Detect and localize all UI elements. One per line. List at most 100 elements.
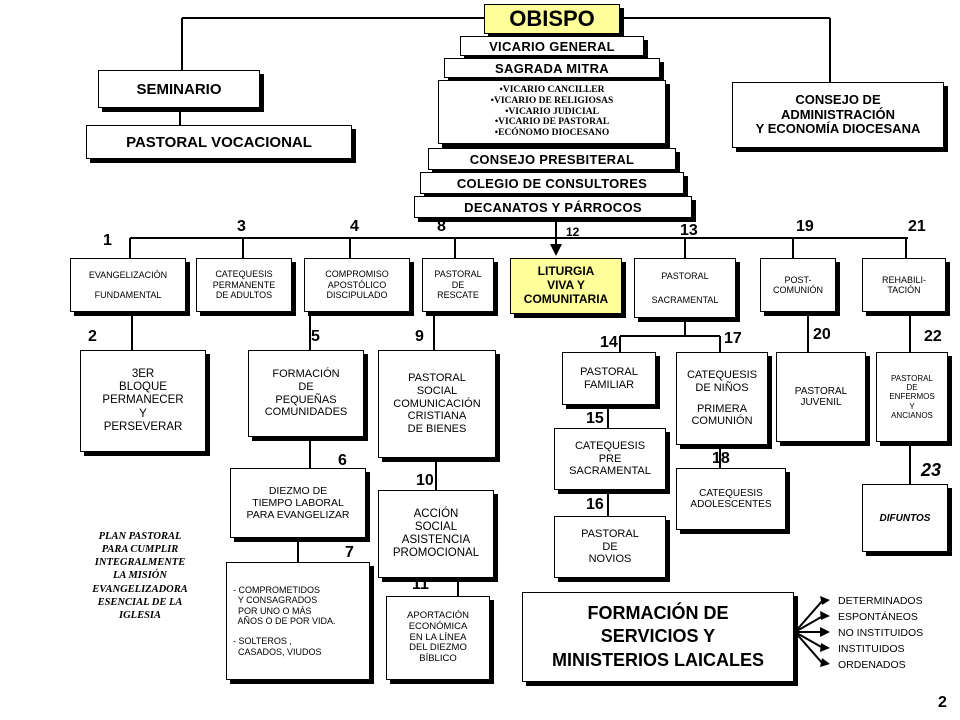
vicario-general-label: VICARIO GENERAL [489, 38, 615, 54]
number-2: 2 [88, 328, 97, 345]
note-line: IGLESIA [118, 609, 161, 621]
box-line: BÍBLICO [419, 653, 457, 665]
box-line: EVANGELIZACIÓN [88, 269, 168, 280]
box-line: PRE [598, 452, 622, 465]
economo-diocesano: •ECÓNOMO DIOCESANO [494, 128, 610, 139]
box-line: PASTORAL [794, 385, 848, 397]
box-line: COMUNIDADES [264, 406, 348, 419]
number-17: 17 [724, 330, 742, 347]
box-line: ANCIANOS [891, 410, 933, 420]
pastoral-vocacional-box: PASTORAL VOCACIONAL [86, 125, 352, 159]
consejo-admin-line: Y ECONOMÍA DIOCESANA [755, 121, 921, 137]
box-line: MINISTERIOS LAICALES [551, 649, 764, 670]
note-line: INTEGRALMENTE [94, 557, 186, 569]
number-23: 23 [921, 460, 942, 480]
box-line: DE BIENES [407, 422, 467, 435]
box-line: POR UNO O MÁS [233, 605, 312, 616]
number-11: 11 [412, 576, 429, 593]
obispo-label: OBISPO [509, 6, 595, 31]
box-line: PASTORAL [580, 365, 638, 378]
pastoral-enfermos-box: PASTORAL DE ENFERMOS Y ANCIANOS [876, 352, 948, 442]
sagrada-mitra-label: SAGRADA MITRA [495, 60, 609, 76]
box-line: ADOLESCENTES [690, 499, 772, 510]
box-line: PRIMERA [696, 402, 748, 415]
box-line: PASTORAL [408, 372, 466, 385]
box-line: CATEQUESIS [686, 369, 758, 382]
evangelizacion-fundamental-box: EVANGELIZACIÓN FUNDAMENTAL [70, 258, 186, 312]
number-1: 1 [103, 232, 112, 249]
note-line: PLAN PASTORAL [98, 531, 182, 542]
box-line: PERSEVERAR [103, 420, 183, 433]
number-15: 15 [586, 410, 604, 427]
box-line: AÑOS O DE POR VIDA. [233, 616, 336, 626]
number-7: 7 [345, 544, 354, 561]
box-line: DEL DIEZMO [409, 642, 467, 654]
vicario-general-box: VICARIO GENERAL [460, 36, 644, 56]
catequesis-ninos-box: CATEQUESIS DE NIÑOS PRIMERA COMUNIÓN [676, 352, 768, 445]
box-line: PERMANENTE [212, 279, 276, 290]
box-line: - COMPROMETIDOS [233, 584, 320, 595]
box-line: SOCIAL [416, 385, 458, 398]
box-line: DE ADULTOS [215, 290, 273, 301]
box-line: ECONÓMICA [408, 620, 468, 632]
box-line: COMUNIÓN [691, 415, 753, 428]
colegio-consultores-box: COLEGIO DE CONSULTORES [420, 172, 684, 194]
box-line: PASTORAL [434, 269, 482, 280]
box-line: CATEQUESIS [215, 269, 273, 280]
box-line: FORMACIÓN DE [587, 602, 729, 623]
box-line: - SOLTEROS , [233, 636, 292, 647]
box-line: ENFERMOS [889, 392, 935, 402]
formacion-comunidades-box: FORMACIÓN DE PEQUEÑAS COMUNIDADES [248, 350, 364, 437]
box-line: CRISTIANA [407, 410, 467, 423]
box-line: RESCATE [437, 290, 479, 301]
box-line: DE [451, 279, 465, 290]
pastoral-social-box: PASTORAL SOCIAL COMUNICACIÓN CRISTIANA D… [378, 350, 496, 458]
box-line: TACIÓN [887, 285, 921, 295]
post-comunion-box: POST- COMUNIÓN [760, 258, 836, 312]
number-13: 13 [680, 222, 698, 239]
catequesis-adolescentes-box: CATEQUESIS ADOLESCENTES [676, 468, 786, 530]
box-line: PROMOCIONAL [392, 547, 480, 560]
note-line: EVANGELIZADORA [92, 583, 188, 595]
box-line: PERMANECER [102, 394, 184, 407]
pastoral-sacramental-box: PASTORAL SACRAMENTAL [634, 258, 736, 318]
number-6: 6 [338, 452, 347, 469]
box-line: DE [906, 383, 918, 393]
ministerio-item: ORDENADOS [838, 659, 906, 671]
note-line: LA MISIÓN [113, 570, 167, 582]
tercer-bloque-box: 3ER BLOQUE PERMANECER Y PERSEVERAR [80, 350, 206, 452]
box-line: FAMILIAR [583, 378, 635, 391]
box-line: Y CONSAGRADOS [233, 595, 318, 606]
comprometidos-box: - COMPROMETIDOS Y CONSAGRADOS POR UNO O … [226, 562, 370, 680]
decanatos-label: DECANATOS Y PÁRROCOS [464, 199, 642, 215]
box-line: FORMACIÓN [272, 368, 340, 381]
number-22: 22 [924, 328, 942, 345]
note-line: ESENCIAL DE LA [97, 596, 183, 608]
pastoral-juvenil-box: PASTORAL JUVENIL [776, 352, 866, 442]
box-line: REHABILI- [881, 274, 926, 285]
box-line: CATEQUESIS [574, 440, 646, 453]
ministerio-item: ESPONTÁNEOS [838, 611, 918, 623]
ministerio-item: NO INSTITUIDOS [838, 627, 924, 639]
box-line: PARA EVANGELIZAR [246, 509, 350, 522]
sagrada-mitra-box: SAGRADA MITRA [444, 58, 660, 78]
box-line: COMPROMISO [325, 269, 389, 280]
box-line: PEQUEÑAS [275, 393, 337, 406]
difuntos-label: DIFUNTOS [879, 512, 931, 524]
box-line: PASTORAL [581, 528, 639, 541]
box-line: CATEQUESIS [699, 487, 763, 499]
ministerio-item: INSTITUIDOS [838, 643, 905, 655]
number-14: 14 [600, 334, 618, 351]
box-line: Y [909, 401, 915, 411]
rehabilitacion-box: REHABILI- TACIÓN [862, 258, 946, 312]
catequesis-permanente-box: CATEQUESIS PERMANENTE DE ADULTOS [196, 258, 292, 312]
page-number: 2 [938, 694, 947, 711]
box-line: DE [298, 380, 314, 393]
box-line: ACCIÓN [413, 507, 459, 520]
seminario-label: SEMINARIO [136, 80, 222, 98]
box-line: DE NIÑOS [695, 381, 749, 394]
number-18: 18 [712, 450, 730, 467]
box-line: DISCIPULADO [326, 290, 388, 301]
obispo-box: OBISPO [484, 4, 620, 34]
box-line: DE [602, 540, 618, 553]
